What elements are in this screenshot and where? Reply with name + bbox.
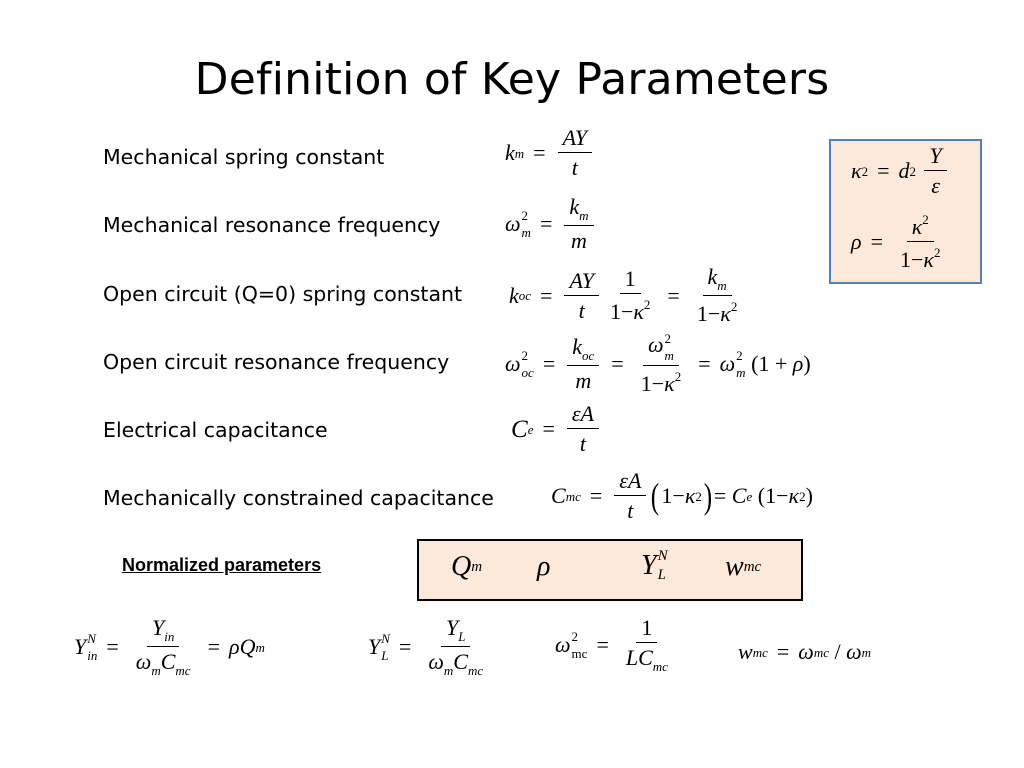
page-title: Definition of Key Parameters	[194, 54, 830, 105]
label-open-circuit-spring-constant: Open circuit (Q=0) spring constant	[103, 282, 463, 306]
label-mechanically-constrained-capacitance: Mechanically constrained capacitance	[103, 486, 494, 510]
normalized-parameters-heading: Normalized parameters	[122, 555, 322, 575]
label-electrical-capacitance: Electrical capacitance	[103, 418, 328, 442]
label-mechanical-spring-constant: Mechanical spring constant	[103, 145, 385, 169]
label-mechanical-resonance-frequency: Mechanical resonance frequency	[103, 213, 441, 237]
param-rho: ρ	[537, 551, 551, 582]
label-open-circuit-resonance-frequency: Open circuit resonance frequency	[103, 350, 450, 374]
